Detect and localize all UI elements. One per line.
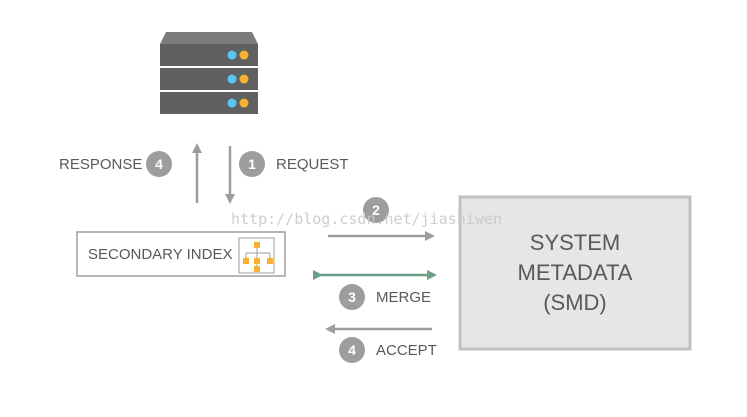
accept-step-number: 4: [348, 342, 356, 358]
secondary-index-box: SECONDARY INDEX: [76, 231, 286, 277]
system-metadata-box: SYSTEM METADATA (SMD): [458, 195, 692, 351]
merge-step-badge: [339, 284, 365, 310]
response-step-number: 4: [155, 156, 163, 172]
request-step-number: 1: [248, 156, 256, 172]
smd-line-2: METADATA: [518, 260, 633, 285]
step2-number: 2: [372, 202, 380, 218]
response-label: RESPONSE: [59, 156, 142, 173]
merge-label: MERGE: [376, 289, 431, 306]
request-label: REQUEST: [276, 156, 349, 173]
hierarchy-tree-icon: [238, 237, 275, 274]
step2-badge: [363, 197, 389, 223]
server-stack-icon: [160, 32, 258, 114]
request-step-badge: [239, 151, 265, 177]
smd-line-3: (SMD): [543, 290, 607, 315]
accept-label: ACCEPT: [376, 342, 437, 359]
merge-step-number: 3: [348, 289, 356, 305]
secondary-index-label: SECONDARY INDEX: [88, 246, 233, 263]
response-step-badge: [146, 151, 172, 177]
watermark: http://blog.csdn.net/jiashiwen: [231, 210, 502, 228]
accept-step-badge: [339, 337, 365, 363]
smd-line-1: SYSTEM: [530, 230, 620, 255]
